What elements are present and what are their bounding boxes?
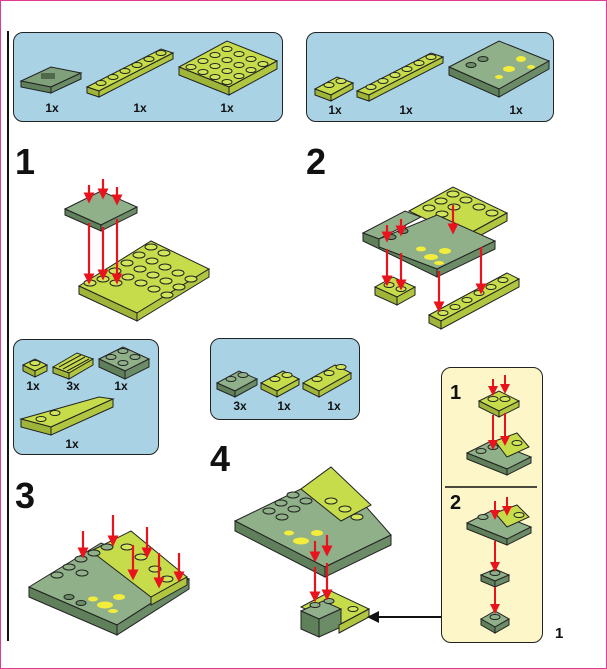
part-count: 1x xyxy=(327,399,341,413)
callout-substep-2-arrows xyxy=(490,497,512,614)
step-4-build xyxy=(233,466,392,638)
dark-green-plate-1x2-icon xyxy=(215,370,259,398)
step-1-arrows xyxy=(83,179,123,285)
step-number: 2 xyxy=(306,141,327,182)
lime-plate-1x1-icon xyxy=(21,358,49,378)
part-count: 3x xyxy=(233,399,247,413)
step-3-arrows xyxy=(77,515,185,589)
callout-substep-number: 1 xyxy=(450,382,462,404)
callout-substep-1-build xyxy=(465,390,533,476)
part-count: 1x xyxy=(328,103,342,117)
dark-green-spotted-tile-4x4-icon xyxy=(447,40,551,98)
part-count: 1x xyxy=(277,399,291,413)
step-number: 4 xyxy=(210,438,231,479)
part-count: 1x xyxy=(45,101,59,115)
lime-tile-1x2-grille-icon xyxy=(51,352,95,380)
step-2-arrows xyxy=(381,205,487,313)
step-1-build xyxy=(63,190,211,322)
callout-substep-2-build xyxy=(465,504,533,634)
lime-plate-1x2-icon xyxy=(313,76,355,102)
dark-green-plate-2x2-icon xyxy=(97,346,151,380)
lime-plate-1x6-icon xyxy=(85,48,175,98)
callout-substep-1-arrows xyxy=(488,375,510,450)
lime-plate-1x3-icon xyxy=(301,364,353,398)
callout-substep-number: 2 xyxy=(450,492,462,514)
margin-rule xyxy=(7,31,9,641)
part-count: 1x xyxy=(133,101,147,115)
part-count: 1x xyxy=(114,379,128,393)
part-count: 1x xyxy=(509,103,523,117)
part-count: 3x xyxy=(66,379,80,393)
part-count: 1x xyxy=(26,379,40,393)
lime-plate-4x4-icon xyxy=(177,40,279,96)
lime-plate-1x2-icon xyxy=(259,370,301,398)
page-number: 1 xyxy=(555,625,564,642)
step-4-arrows xyxy=(309,535,333,603)
part-count: 1x xyxy=(220,101,234,115)
step-number: 1 xyxy=(15,141,36,182)
lime-wedge-plate-icon xyxy=(19,396,115,436)
step-number: 3 xyxy=(15,475,36,516)
step-3-build xyxy=(27,530,191,636)
lime-plate-1x6-icon xyxy=(355,52,445,102)
part-count: 1x xyxy=(399,103,413,117)
part-count: 1x xyxy=(65,437,79,451)
dark-green-tile-2x2-icon xyxy=(19,66,83,94)
